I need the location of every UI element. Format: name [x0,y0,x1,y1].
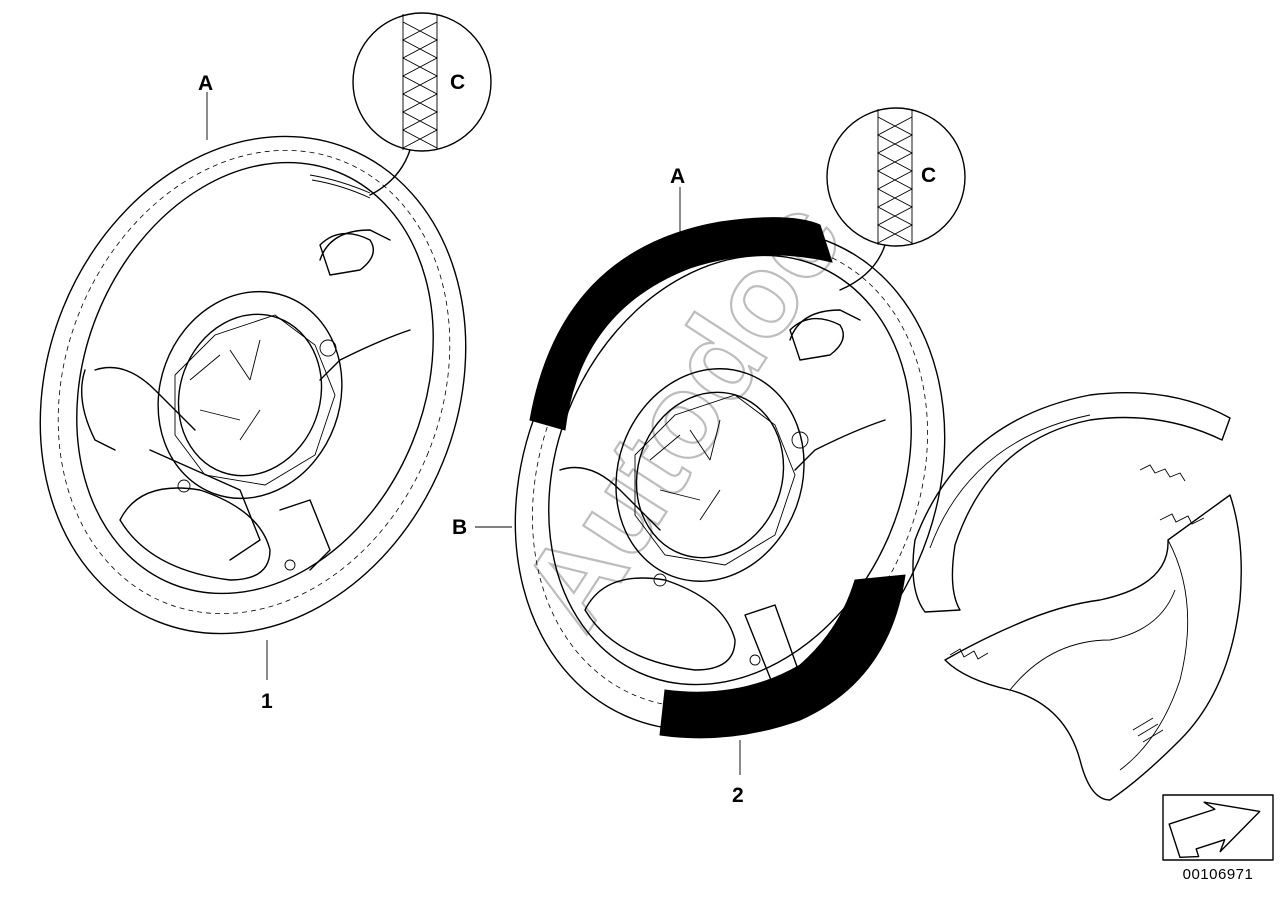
steering-wheel-2 [514,217,946,775]
label-a-left: A [198,72,213,95]
part-number-1: 1 [261,690,273,713]
orientation-arrow-icon [1162,794,1274,861]
part-number-2: 2 [732,784,744,807]
steering-wheel-1 [39,135,467,680]
steering-wheel-trim-cover [912,391,1242,801]
stitching-detail-circle-right [826,107,966,291]
label-c-right: C [921,164,936,187]
stitching-detail-circle-left [352,12,492,196]
label-b-right: B [452,516,467,539]
document-id: 00106971 [1182,866,1254,883]
label-a-right: A [670,165,685,188]
label-c-left: C [450,71,465,94]
